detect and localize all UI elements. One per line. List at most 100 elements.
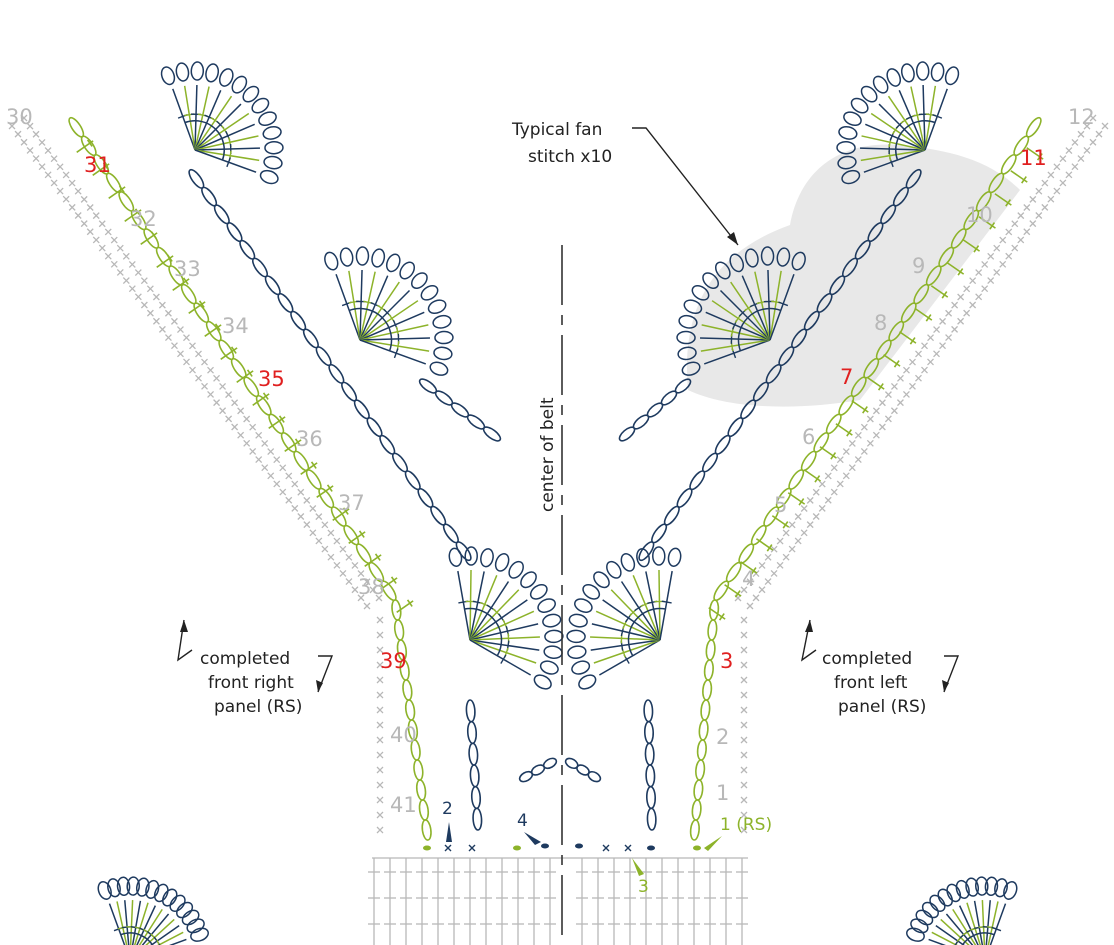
sc-x-mark [807, 497, 813, 503]
sc-x-mark [1000, 237, 1006, 243]
sc-x-mark [831, 489, 837, 495]
green-chain [999, 153, 1018, 176]
dc-bar [720, 614, 725, 621]
sc-x-mark [105, 253, 111, 259]
sc-x-mark [39, 164, 45, 170]
fan-spoke [360, 340, 426, 364]
right-panel-line1: completed [200, 649, 290, 669]
fan-picot [493, 552, 511, 573]
fan-spoke [458, 571, 470, 640]
dc-stitch [349, 532, 365, 543]
sc-x-mark [316, 514, 322, 520]
green-chain [697, 740, 707, 761]
row-label-32: 32 [130, 207, 157, 231]
fan-picot [180, 907, 202, 927]
fan-spoke [360, 340, 429, 351]
fan-picot [909, 916, 931, 935]
sc-x-mark [377, 707, 383, 713]
fan-callout-line2: stitch x10 [528, 147, 612, 167]
left-base-stitches [9, 115, 383, 833]
sc-x-mark [940, 343, 946, 349]
sc-x-mark [244, 440, 250, 446]
navy-chain [454, 540, 474, 563]
dc-bar [360, 531, 365, 538]
sc-x-mark [946, 335, 952, 341]
navy-chain [472, 808, 482, 830]
dc-bar [847, 430, 852, 437]
sc-x-mark [153, 294, 159, 300]
sc-x-mark [69, 180, 75, 186]
sc-x-mark [183, 335, 189, 341]
fan-picot [838, 125, 858, 141]
dc-bar [1022, 177, 1027, 184]
sc-x-mark [159, 302, 165, 308]
sc-x-mark [837, 457, 843, 463]
navy-chain [470, 765, 480, 787]
dc-bar [408, 600, 413, 607]
fan-picot [916, 62, 929, 80]
row-label-9: 9 [912, 254, 925, 278]
fan-spoke [470, 590, 519, 640]
row-label-41: 41 [390, 793, 417, 817]
sc-x-mark [298, 489, 304, 495]
left-panel-line2: front left [834, 673, 908, 693]
sc-x-mark [298, 514, 304, 520]
fan-picot [927, 893, 948, 915]
sc-x-mark [328, 530, 334, 536]
sc-x-mark [988, 278, 994, 284]
fan-picot [185, 916, 207, 935]
sc-x-mark [377, 722, 383, 728]
sc-x-mark [861, 424, 867, 430]
sc-x-mark [280, 465, 286, 471]
sc-x-mark [873, 408, 879, 414]
sc-x-mark [1054, 164, 1060, 170]
fan-bar [501, 655, 506, 664]
sc-x-mark [1030, 221, 1036, 227]
sc-x-mark [202, 359, 208, 365]
sc-x-mark [220, 408, 226, 414]
sc-x-mark [286, 497, 292, 503]
sc-x-mark [141, 302, 147, 308]
sc-x-mark [952, 326, 958, 332]
sc-x-mark [377, 617, 383, 623]
sc-x-mark [377, 767, 383, 773]
sc-x-mark [334, 562, 340, 568]
sc-x-mark [310, 506, 316, 512]
dc-stitch [836, 424, 852, 435]
sc-x-mark [123, 253, 129, 259]
sc-x-mark [783, 554, 789, 560]
fan-spoke [360, 291, 409, 340]
dc-bar [248, 370, 253, 377]
sc-x-mark [1030, 196, 1036, 202]
dc-stitch [756, 539, 772, 550]
sc-x-mark [970, 302, 976, 308]
fan-picot [568, 613, 588, 629]
slip-stitch-dot [513, 846, 521, 851]
sc-x-mark [51, 156, 57, 162]
fan-stitch [323, 247, 454, 378]
sc-x-mark [958, 294, 964, 300]
row-label-38: 38 [358, 575, 385, 599]
sc-x-mark [928, 335, 934, 341]
sc-mark [603, 845, 609, 851]
sc-x-mark [21, 139, 27, 145]
dc-bar [312, 462, 317, 469]
sc-x-mark [1048, 196, 1054, 202]
sc-x-mark [352, 562, 358, 568]
fan-picot [573, 596, 594, 614]
fan-picot [667, 547, 682, 567]
sc-x-mark [105, 229, 111, 235]
dc-stitch [365, 555, 381, 566]
sc-x-mark [262, 465, 268, 471]
sc-x-mark [57, 188, 63, 194]
right-panel-line2: front right [208, 673, 294, 693]
dc-stitch [804, 470, 820, 481]
sc-x-mark [316, 538, 322, 544]
sc-x-mark [1102, 123, 1108, 129]
sc-x-mark [1006, 253, 1012, 259]
row-label-34: 34 [222, 314, 249, 338]
row-label-10: 10 [966, 203, 993, 227]
sc-x-mark [1054, 188, 1060, 194]
dc-bar [783, 522, 788, 529]
sc-x-mark [741, 692, 747, 698]
